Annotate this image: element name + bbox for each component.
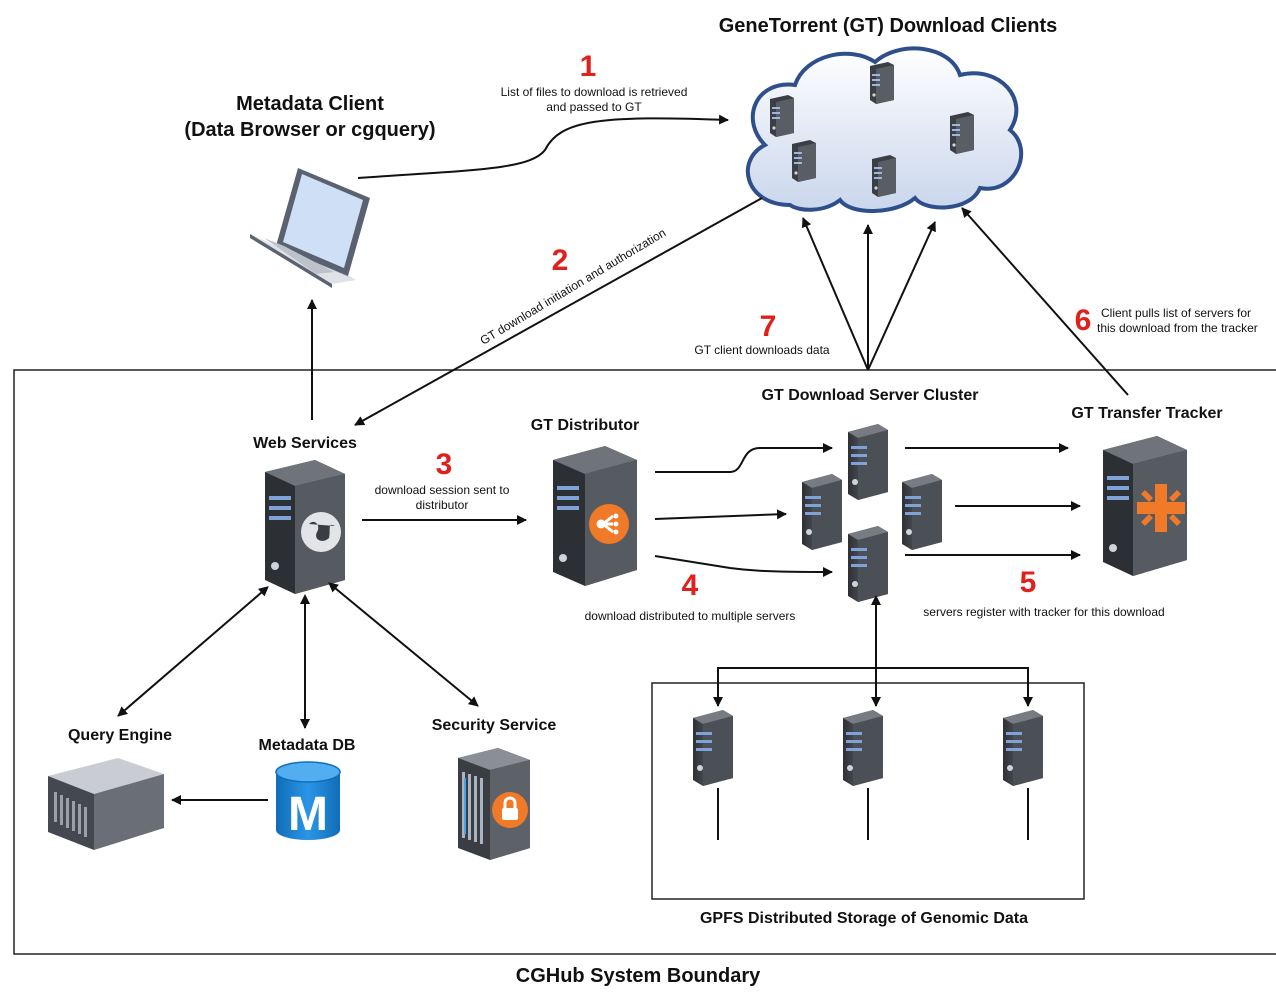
query-engine-label: Query Engine [68,727,172,744]
gpfs-storage-label: GPFS Distributed Storage of Genomic Data [700,910,1028,927]
boundary-label: CGHub System Boundary [516,965,761,987]
arrow-step-2 [354,197,763,426]
arrow-web-security [328,582,479,707]
web-services-server-icon [265,460,345,594]
step-1-number: 1 [580,50,597,83]
download-server-icon [848,526,888,602]
client-server-icon [950,112,974,154]
gt-transfer-tracker-server-icon [1103,436,1187,576]
system-boundary [13,369,1276,955]
arrow-step-4-bottom [654,555,833,577]
metadata-db-label: Metadata DB [259,737,356,754]
client-server-icon [770,95,794,137]
step-2-text: GT download initiation and authorization [478,225,669,347]
arrow-step-4-mid [654,509,787,520]
arrow-step-7 [867,221,936,371]
storage-server-icon [693,710,733,786]
arrow-step-1 [357,114,729,179]
step-4-text: download distributed to multiple servers [585,609,796,623]
step-3-text: download session sent to [375,483,510,497]
client-server-icon [870,62,894,104]
gt-transfer-tracker-label: GT Transfer Tracker [1071,405,1222,422]
arrow-web-query [117,586,269,717]
download-server-icon [902,474,942,550]
step-5-number: 5 [1020,566,1037,599]
step-3-number: 3 [436,448,453,481]
download-server-icon [848,424,888,500]
query-engine-server-icon [48,758,164,850]
web-services-label: Web Services [253,435,357,452]
step-6-number: 6 [1075,304,1092,337]
step-3-text: distributor [416,498,469,512]
metadata-client-subtitle: (Data Browser or cgquery) [184,119,435,141]
arrow-step-6 [961,207,1129,396]
gt-clients-cloud [745,46,1024,213]
download-server-icon [802,474,842,550]
step-7-text: GT client downloads data [694,343,830,357]
storage-server-icon [843,710,883,786]
metadata-db-icon [275,761,341,840]
metadata-client-title: Metadata Client [236,93,384,115]
step-7-number: 7 [760,310,777,343]
gt-distributor-server-icon [553,446,637,586]
gpfs-storage-box [651,682,1085,900]
step-2-number: 2 [552,244,569,277]
storage-bus [717,667,1029,706]
gt-distributor-label: GT Distributor [531,417,639,434]
security-service-label: Security Service [432,717,557,734]
gt-server-cluster-label: GT Download Server Cluster [762,387,979,404]
step-1-text: List of files to download is retrieved [501,85,688,99]
arrow-step-4-top [655,443,833,473]
arrow-step-7 [801,217,869,371]
gt-clients-title: GeneTorrent (GT) Download Clients [719,15,1058,37]
step-6-text: Client pulls list of servers for [1101,306,1251,320]
client-server-icon [872,155,896,197]
security-service-icon [458,748,530,860]
client-server-icon [792,140,816,182]
step-6-text: this download from the tracker [1097,321,1258,335]
step-1-text: and passed to GT [546,100,642,114]
laptop-icon [250,168,370,288]
step-5-text: servers register with tracker for this d… [923,605,1164,619]
metadata-db-letter: M [288,788,328,841]
storage-server-icon [1003,710,1043,786]
step-4-number: 4 [682,569,699,602]
